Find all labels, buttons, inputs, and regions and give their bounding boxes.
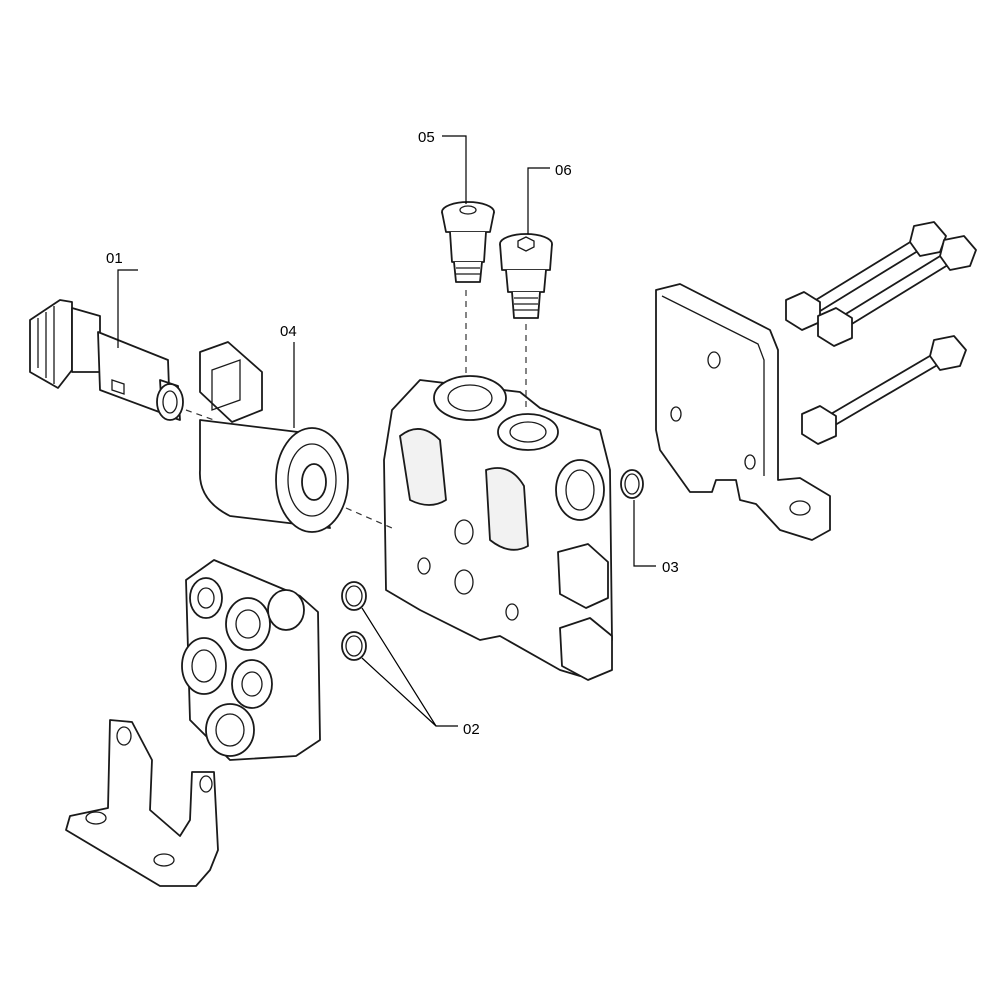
part-01-cartridge — [29, 299, 184, 421]
part-06-valve-cartridge — [499, 233, 553, 319]
part-05-valve-cartridge — [441, 201, 495, 283]
part-02-o-rings — [341, 581, 367, 661]
assembly-centerlines — [185, 290, 527, 529]
part-valve-body — [383, 375, 613, 681]
callout-05: 05 — [418, 129, 435, 146]
callout-02: 02 — [463, 721, 480, 738]
part-end-block — [181, 559, 321, 761]
part-03-o-ring — [620, 469, 644, 499]
part-tie-rods — [785, 221, 977, 445]
callout-04: 04 — [280, 323, 297, 340]
part-mounting-plate — [655, 283, 831, 541]
part-04-solenoid-coil — [199, 341, 349, 533]
callout-03: 03 — [662, 559, 679, 576]
callout-06: 06 — [555, 162, 572, 179]
callout-01: 01 — [106, 250, 123, 267]
leader-lines — [117, 135, 656, 727]
part-lower-bracket — [65, 719, 219, 887]
